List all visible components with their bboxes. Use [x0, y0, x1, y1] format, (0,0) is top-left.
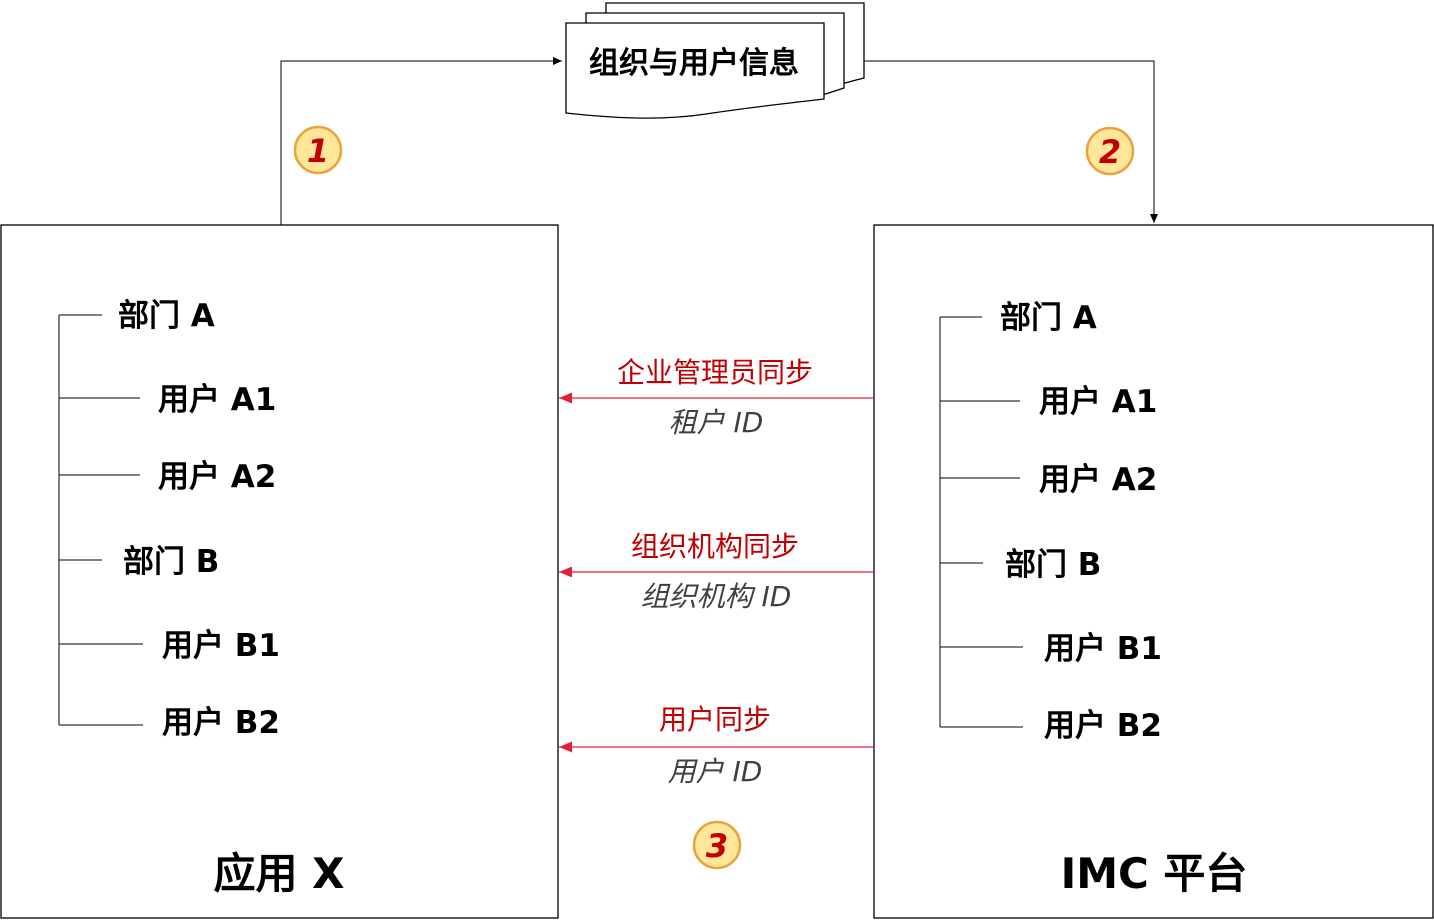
- document-to-imc-connector: [864, 60, 1158, 223]
- app-x-dept-b: 部门 B: [123, 544, 219, 580]
- imc-user-a2: 用户 A2: [1039, 462, 1157, 498]
- document-label: 组织与用户信息: [589, 46, 799, 81]
- step-1-badge: 1: [293, 125, 343, 175]
- imc-user-b1: 用户 B1: [1044, 631, 1162, 667]
- app-x-user-b1: 用户 B1: [162, 628, 280, 664]
- step-3-number: 3: [706, 827, 728, 865]
- org-id-label: 组织机构 ID: [641, 580, 792, 613]
- imc-box: [873, 224, 1434, 919]
- imc-title: IMC 平台: [1061, 849, 1248, 898]
- step-1-number: 1: [307, 132, 329, 170]
- app-x-to-document-connector: [280, 57, 562, 225]
- app-x-user-b2: 用户 B2: [162, 705, 280, 741]
- admin-sync-label: 企业管理员同步: [617, 356, 813, 389]
- step-2-number: 2: [1099, 133, 1121, 171]
- imc-dept-b: 部门 B: [1005, 547, 1101, 583]
- app-x-user-a2: 用户 A2: [158, 459, 276, 495]
- tenant-id-label: 租户 ID: [669, 406, 764, 439]
- app-x-title: 应用 X: [213, 849, 344, 898]
- imc-user-a1: 用户 A1: [1039, 384, 1157, 420]
- app-x-user-a1: 用户 A1: [158, 382, 276, 418]
- user-sync-label: 用户同步: [659, 703, 771, 736]
- app-x-tree-lines: [58, 314, 143, 726]
- imc-user-b2: 用户 B2: [1044, 708, 1162, 744]
- app-x-box: [0, 224, 559, 919]
- org-user-info-document: [565, 2, 865, 119]
- imc-tree-lines: [939, 316, 1023, 728]
- step-2-badge: 2: [1085, 126, 1135, 176]
- imc-dept-a: 部门 A: [1000, 300, 1097, 336]
- step-3-badge: 3: [692, 820, 742, 870]
- app-x-dept-a: 部门 A: [118, 298, 215, 334]
- org-sync-label: 组织机构同步: [631, 530, 799, 563]
- user-id-label: 用户 ID: [668, 755, 763, 788]
